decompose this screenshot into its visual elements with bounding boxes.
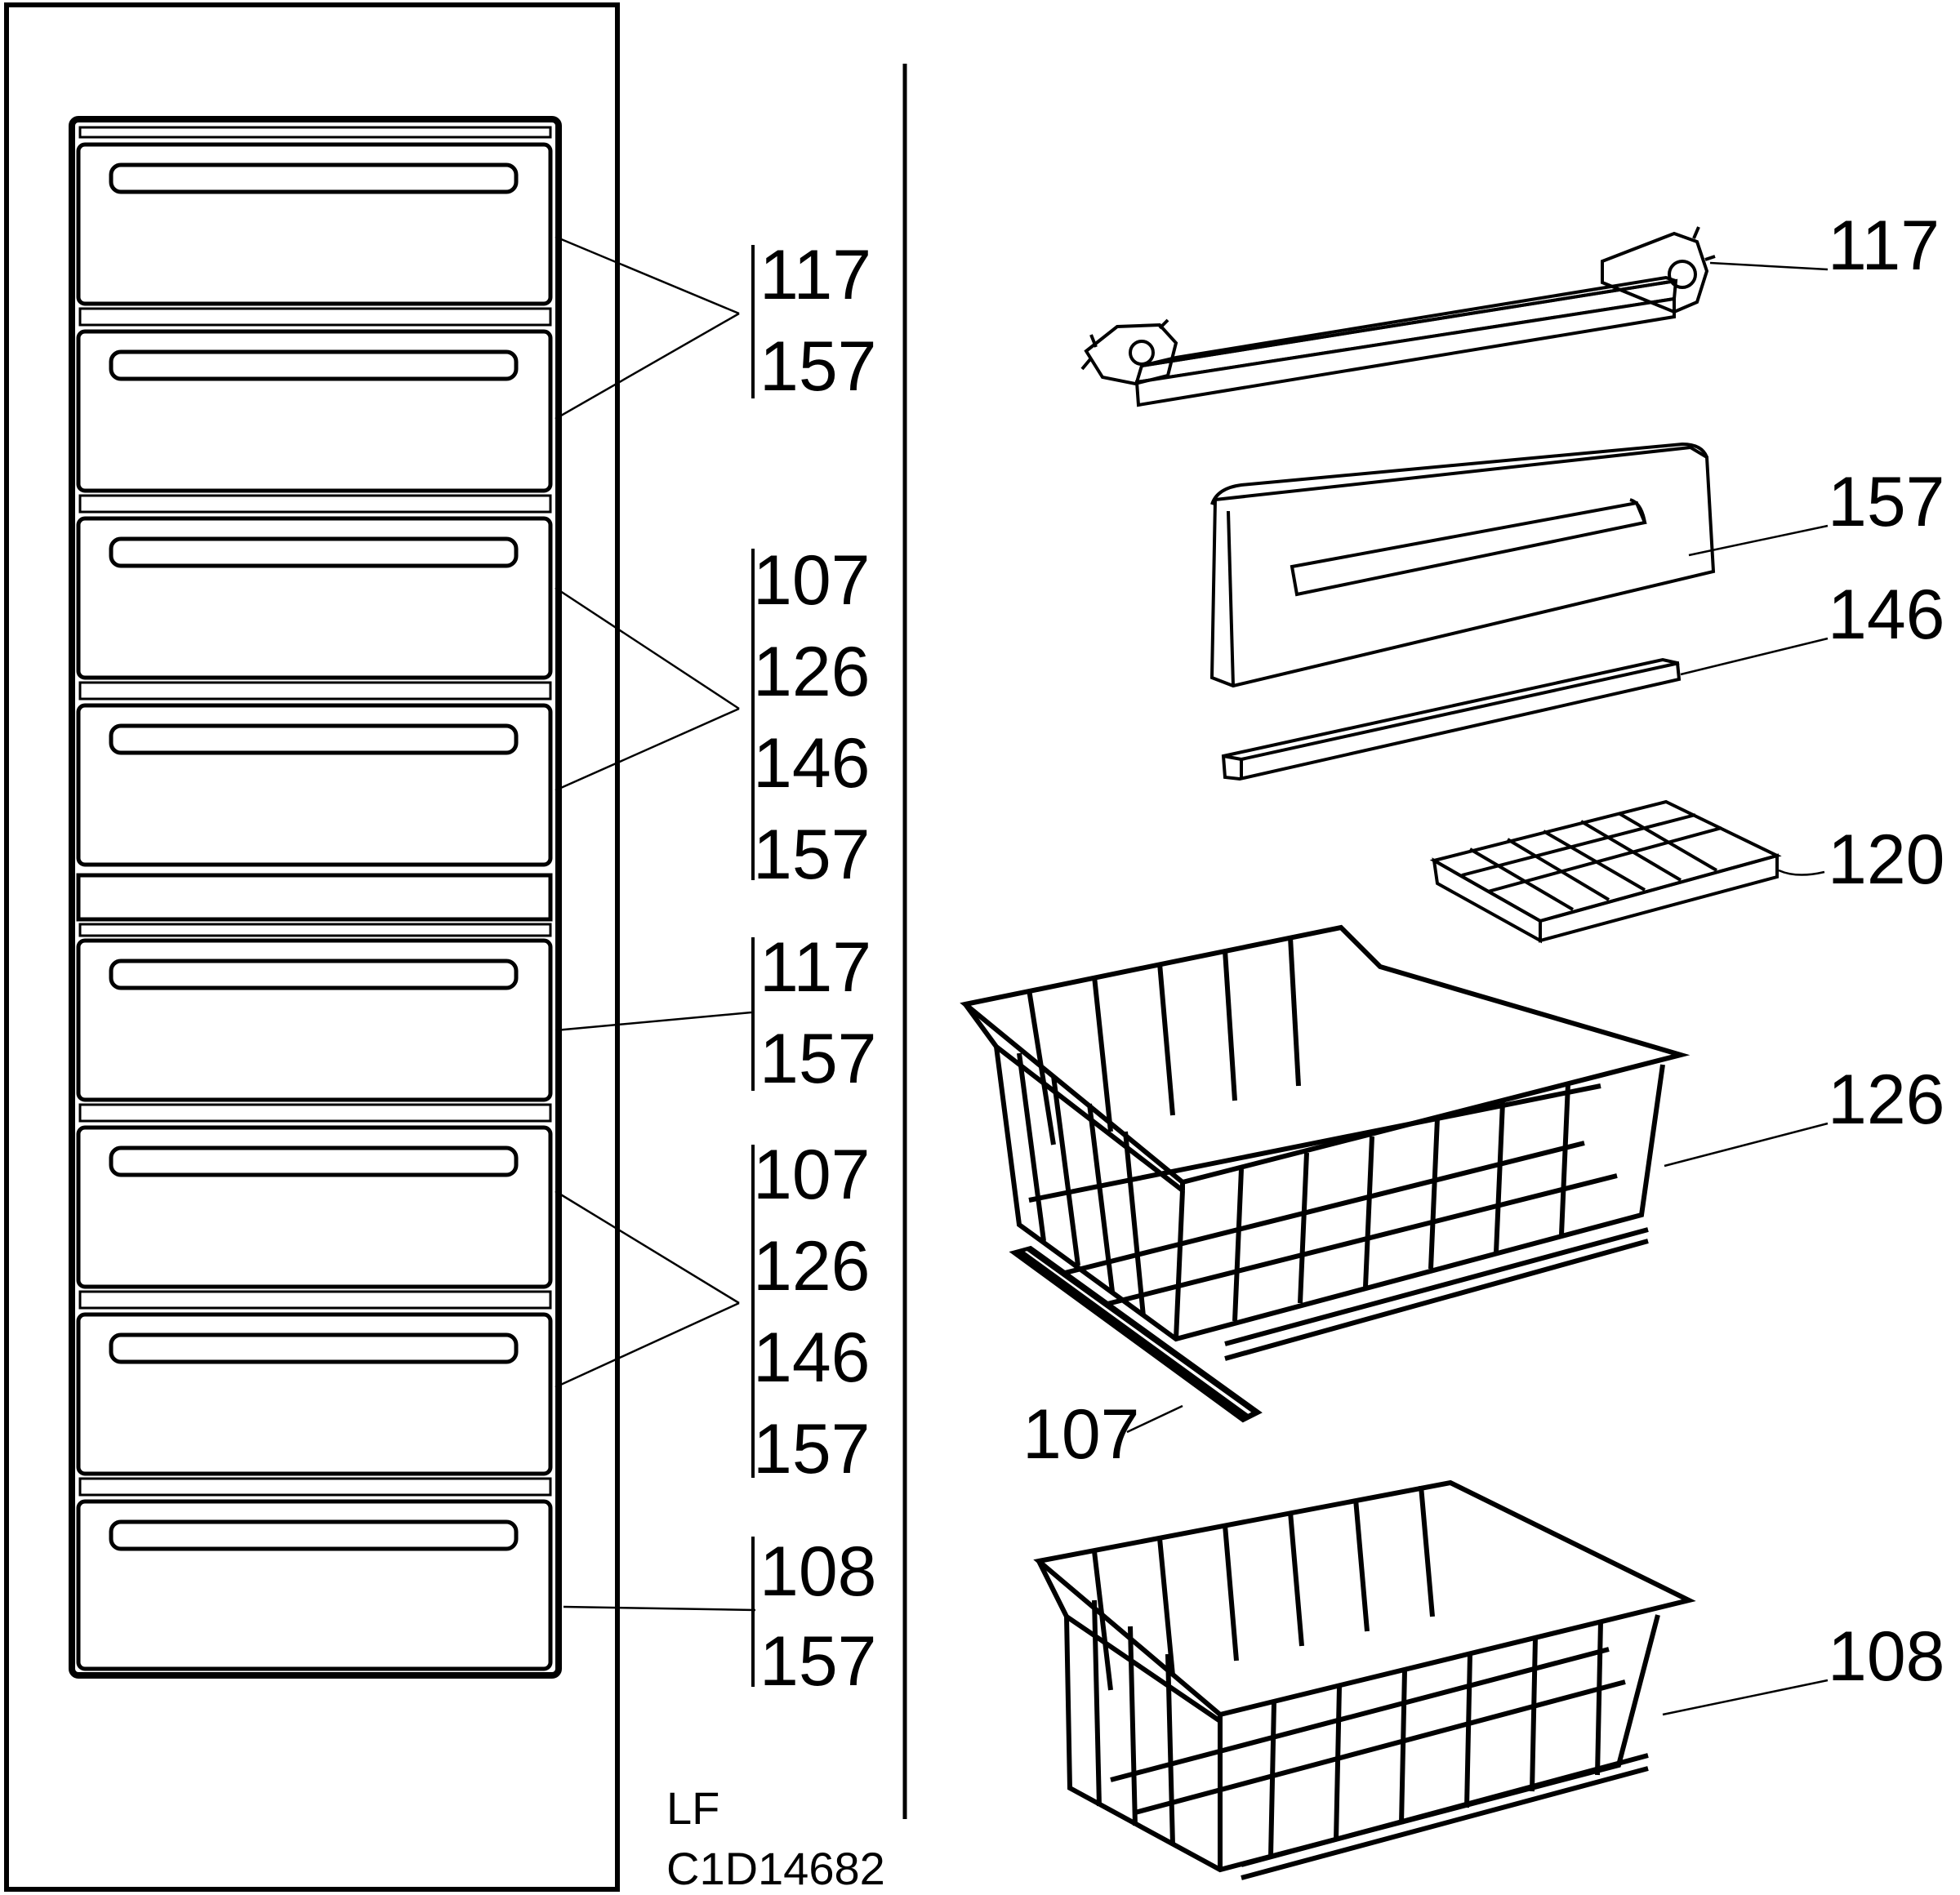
part-number: 146 [753, 1319, 871, 1397]
drawer-8 [76, 1499, 553, 1671]
drawer-3 [76, 516, 553, 680]
bottom-wire-basket-part [1033, 1479, 1696, 1880]
callout-bottom-basket: 108 [1828, 1617, 1945, 1696]
front-trim-part [1221, 657, 1682, 781]
wire-basket-part [960, 924, 1690, 1361]
drawer-2 [76, 329, 553, 493]
drawer-front-part [1209, 442, 1716, 688]
left-hinge-bracket [1080, 318, 1178, 386]
part-group-4: 107 126 146 157 [753, 1136, 871, 1488]
part-number: 108 [760, 1532, 877, 1611]
right-hinge-bracket [1601, 226, 1716, 314]
callout-ice-tray: 120 [1828, 821, 1945, 899]
part-number: 157 [760, 1020, 877, 1098]
callout-line [1664, 1122, 1829, 1168]
part-number: 157 [753, 816, 871, 894]
drawer-divider [78, 681, 552, 701]
part-number: 126 [753, 633, 871, 711]
callout-line [1688, 524, 1829, 557]
drawer-rail-part [1080, 226, 1716, 407]
drawer-divider [78, 1290, 552, 1310]
freezer-cabinet-frame [4, 2, 620, 1892]
part-number: 107 [753, 541, 871, 620]
callout-drawer-front: 157 [1828, 463, 1945, 541]
part-number: 146 [753, 724, 871, 803]
part-number: 157 [760, 1622, 877, 1701]
drawer-divider [78, 494, 552, 514]
drawer-divider [78, 923, 552, 937]
drawer-4 [76, 703, 553, 867]
drawer-divider [78, 1103, 552, 1123]
part-number: 117 [760, 928, 871, 1007]
part-number: 126 [753, 1227, 871, 1306]
callout-rail: 117 [1828, 207, 1940, 285]
drawer-7 [76, 1312, 553, 1476]
part-group-3: 117 157 [760, 928, 877, 1098]
callout-line [1778, 869, 1825, 876]
fixed-flap-panel [76, 873, 553, 922]
callout-line [1662, 1679, 1829, 1716]
part-group-2: 107 126 146 157 [753, 541, 871, 894]
drawer-divider [78, 1477, 552, 1497]
callout-line [1126, 1404, 1183, 1434]
part-group-5: 108 157 [760, 1532, 877, 1701]
ice-tray-part [1429, 799, 1782, 944]
left-leader-lines [555, 235, 756, 1612]
part-number: 157 [753, 1410, 871, 1488]
callout-front-trim: 146 [1828, 576, 1945, 654]
callout-line [1680, 637, 1829, 676]
callout-basket: 126 [1828, 1061, 1945, 1139]
part-number: 107 [753, 1136, 871, 1214]
drawer-1 [76, 142, 553, 306]
callout-line [1709, 261, 1829, 271]
part-group-1: 117 157 [760, 236, 877, 406]
drawer-6 [76, 1125, 553, 1289]
diagram-code-line-2: C1D14682 [666, 1843, 885, 1894]
part-number: 157 [760, 327, 877, 406]
callout-runner: 107 [1022, 1395, 1140, 1474]
drawer-divider [78, 307, 552, 327]
part-number: 117 [760, 236, 871, 314]
runner-part [1009, 1245, 1263, 1423]
drawer-stack [76, 142, 553, 1671]
drawer-5 [76, 938, 553, 1102]
diagram-code-line-1: LF [666, 1782, 719, 1834]
